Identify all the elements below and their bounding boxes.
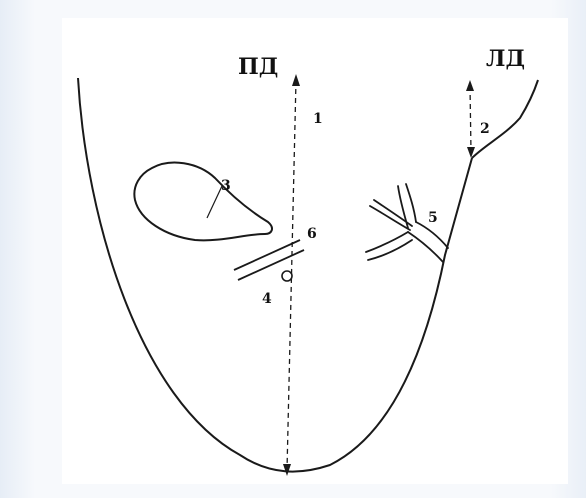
label-4: 4 [262, 291, 272, 307]
label-3: 3 [221, 178, 231, 194]
vessel-6-line-a [234, 240, 300, 270]
label-1: 1 [313, 111, 323, 127]
label-5: 5 [428, 210, 438, 226]
arrowhead-1-top [292, 74, 300, 86]
left-atrium-curve [472, 80, 538, 158]
label-right-atrium: ПД [238, 54, 278, 80]
vessel-6-line-b [238, 250, 304, 280]
structure-3-leader [207, 186, 222, 218]
arrowhead-2-top [466, 80, 474, 91]
label-left-atrium: ЛД [486, 46, 525, 72]
heart-outline [78, 78, 472, 472]
label-2: 2 [480, 121, 490, 137]
structure-4-circle [282, 271, 292, 281]
label-6: 6 [307, 226, 317, 242]
structure-3 [134, 163, 272, 241]
measure-line-2 [470, 86, 471, 152]
